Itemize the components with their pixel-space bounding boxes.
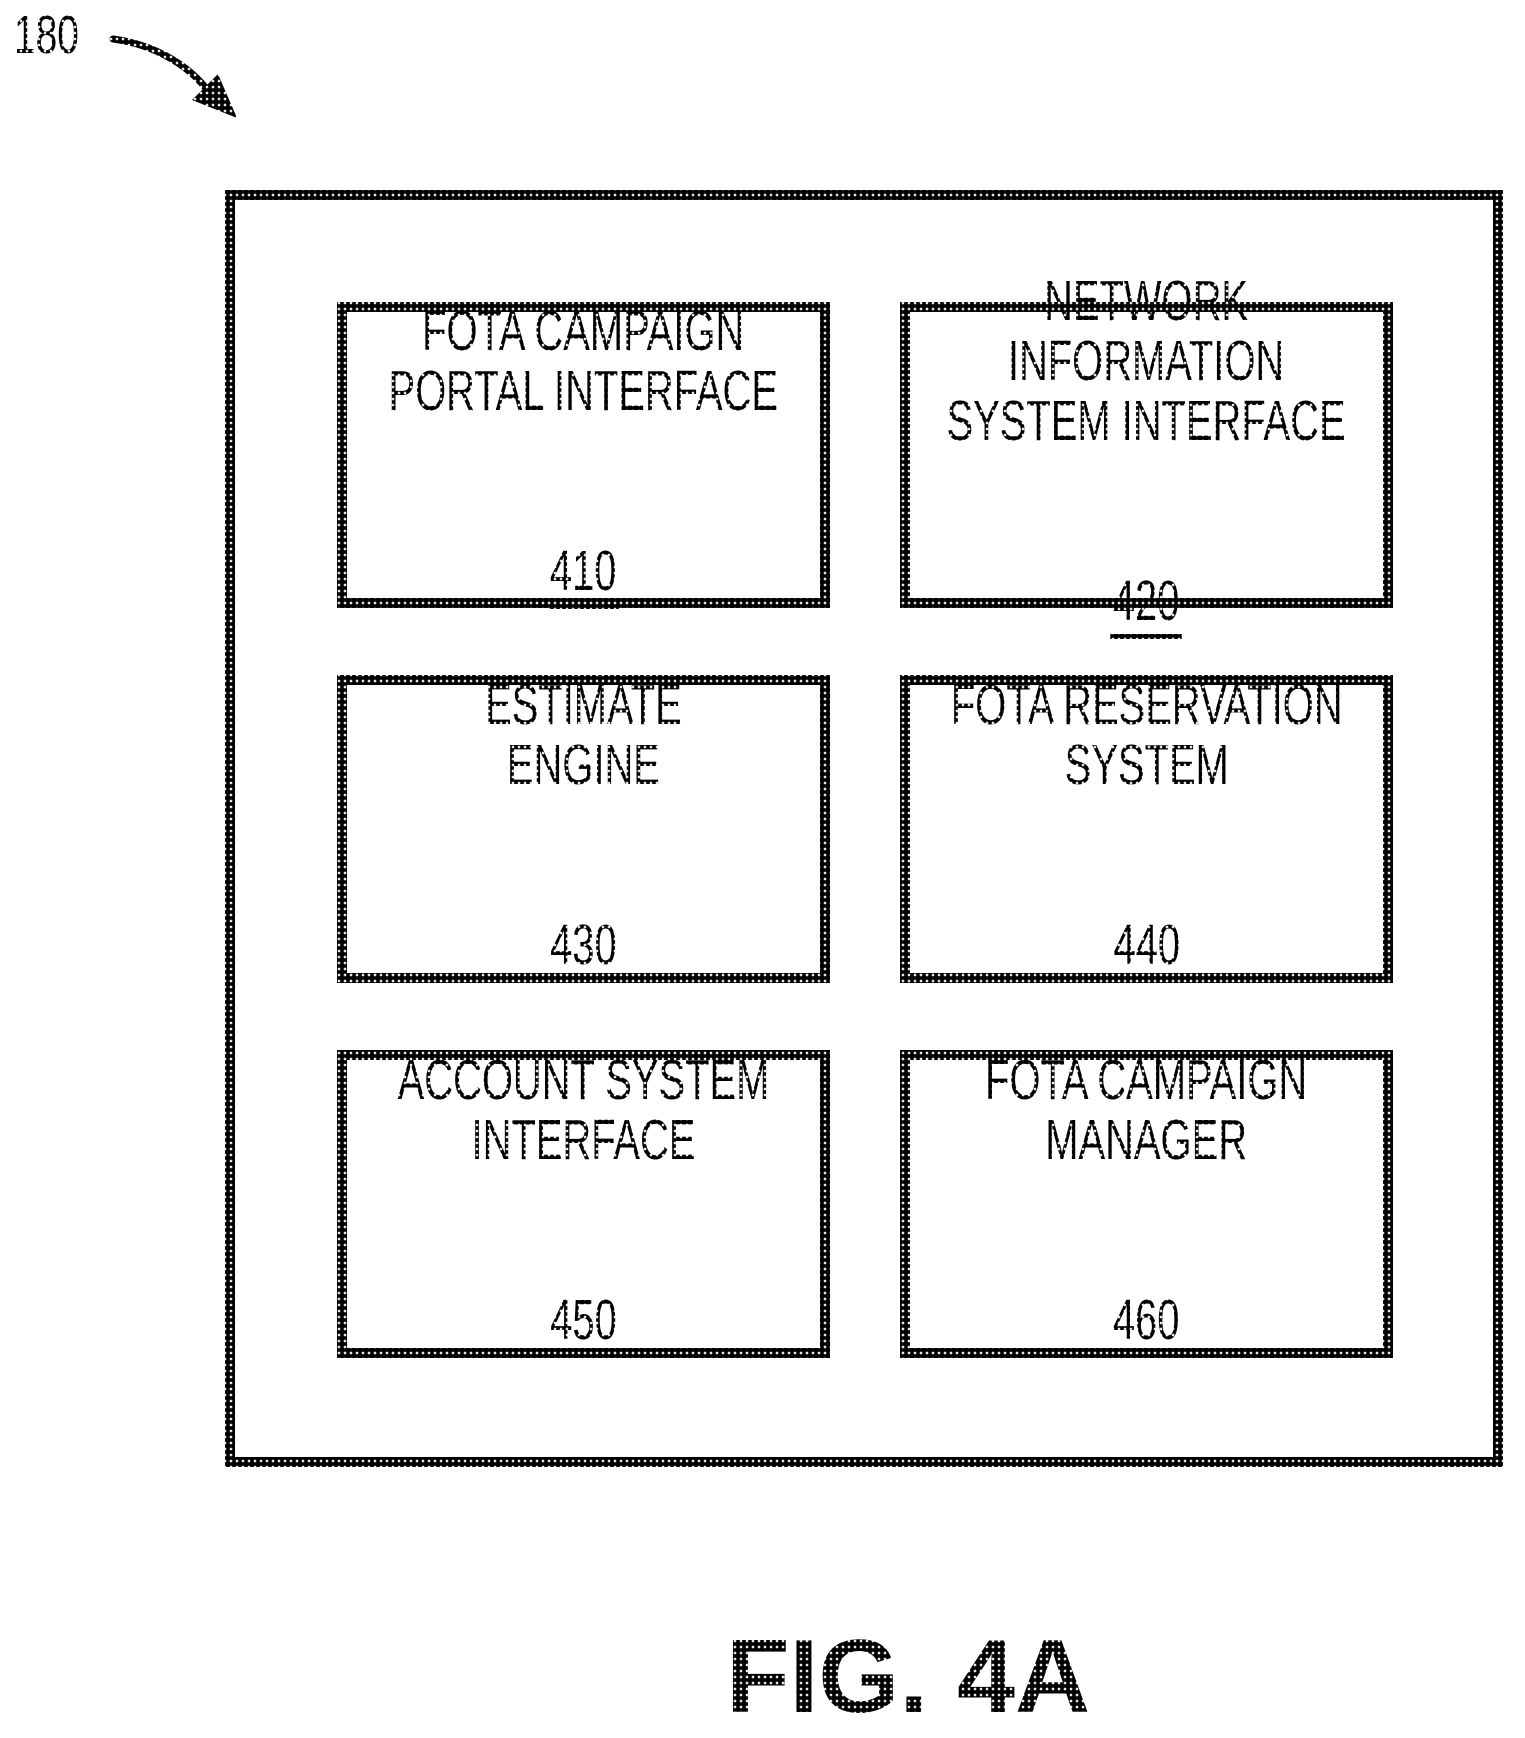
figure-reference-number: 180: [14, 5, 79, 65]
module-title: FOTA CAMPAIGN MANAGER: [985, 1048, 1308, 1172]
module-reference-number: 460: [985, 1290, 1307, 1358]
module-reference-number: 450: [398, 1290, 770, 1358]
reference-lead-arrow-icon: [109, 35, 237, 118]
module-title: FOTA CAMPAIGN PORTAL INTERFACE: [388, 299, 779, 423]
module-label: ACCOUNT SYSTEM INTERFACE 450: [397, 930, 770, 1478]
module-title: ESTIMATE ENGINE: [485, 673, 682, 797]
module-box-fota-campaign-manager: FOTA CAMPAIGN MANAGER 460: [900, 1050, 1393, 1358]
module-title: ACCOUNT SYSTEM INTERFACE: [397, 1048, 770, 1172]
module-box-account-system-interface: ACCOUNT SYSTEM INTERFACE 450: [337, 1050, 830, 1358]
module-title: FOTA RESERVATION SYSTEM: [950, 673, 1343, 797]
module-title: NETWORK INFORMATION SYSTEM INTERFACE: [946, 269, 1347, 453]
figure-caption: FIG. 4A: [726, 1619, 1091, 1735]
module-label: FOTA CAMPAIGN MANAGER 460: [985, 930, 1308, 1478]
